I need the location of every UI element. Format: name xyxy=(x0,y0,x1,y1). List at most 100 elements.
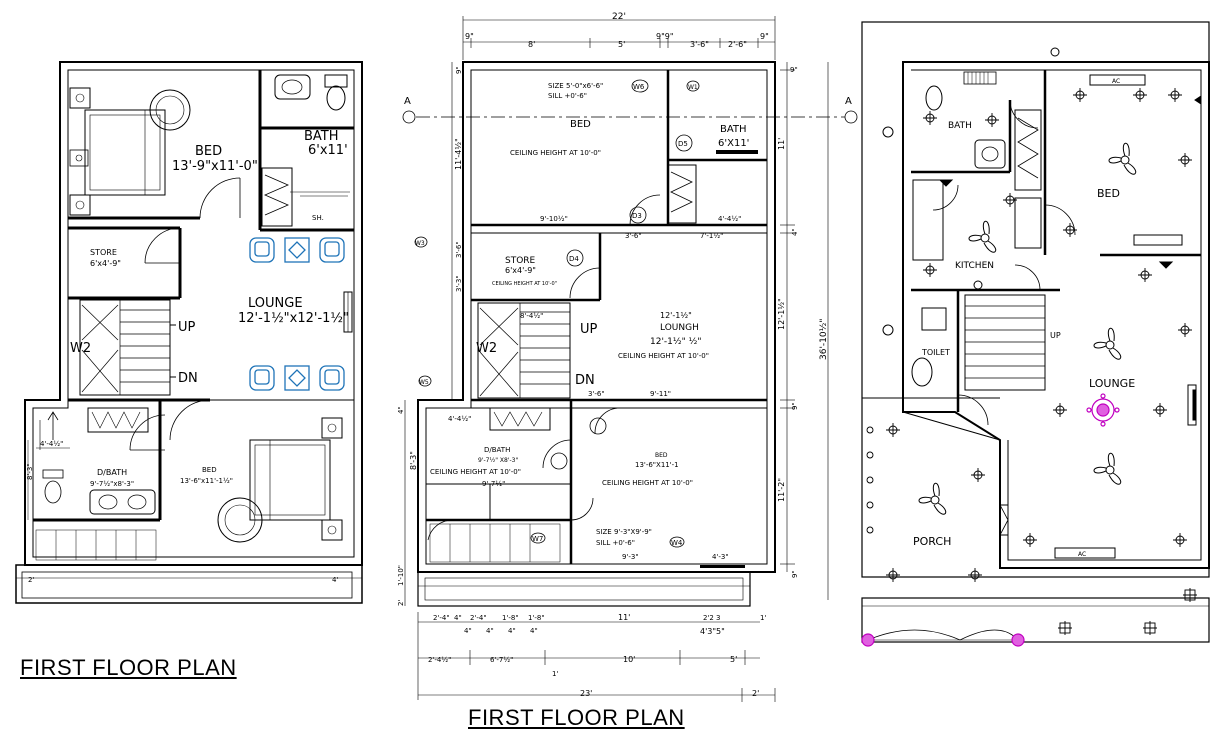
light-point-icon xyxy=(1133,88,1147,102)
socket-icon xyxy=(973,280,983,290)
middle-floor-plan xyxy=(402,16,858,702)
mid-right-total: 36'-10½" xyxy=(819,319,829,361)
right-ac-label-2: AC xyxy=(1078,551,1086,558)
mid-top-dim-3: 9"9" xyxy=(656,32,674,41)
lounge-furniture xyxy=(249,237,345,391)
mid-bottom-total: 23' xyxy=(580,689,592,698)
mid-left-dim-3: 3'-3" xyxy=(455,275,463,292)
light-point-icon xyxy=(985,113,999,127)
left-bed1-size: 13'-9"x11'-0" xyxy=(172,159,258,174)
light-point-icon xyxy=(1183,588,1197,602)
light-point-icon xyxy=(1023,533,1037,547)
mid-up-label: UP xyxy=(580,322,598,337)
light-point-icon xyxy=(971,468,985,482)
left-plan-title: FIRST FLOOR PLAN xyxy=(20,655,237,680)
light-point-icon xyxy=(923,263,937,277)
socket-icon xyxy=(882,126,894,138)
right-bed-label: BED xyxy=(1097,187,1120,200)
left-bath-size: 6'x11' xyxy=(308,143,348,158)
mid-dim-9-7: 9'-7½" xyxy=(482,480,505,488)
light-point-icon xyxy=(866,426,874,434)
mid-dim-4-4b: 4'-4½" xyxy=(448,415,471,423)
mid-bath-size: 6'X11' xyxy=(718,138,749,149)
mid-d3-tag: D3 xyxy=(632,212,642,220)
left-bath-label: BATH xyxy=(304,129,339,144)
mid-dim-9-10: 9'-10½" xyxy=(540,215,568,223)
left-bed1-label: BED xyxy=(195,144,222,159)
mid-w4-tag: W4 xyxy=(671,539,683,547)
light-point-icon xyxy=(1168,88,1182,102)
left-dbath-size: 9'-7½"x8'-3" xyxy=(90,480,134,488)
right-ac-label-1: AC xyxy=(1112,78,1120,85)
mid-bed2-label: BED xyxy=(655,452,668,459)
mid-w6-size: SIZE 5'-0"x6'-6" xyxy=(548,82,603,90)
light-points xyxy=(866,88,1197,635)
mid-lounge-dim: 12'-1½" xyxy=(660,311,692,320)
mid-bed-top-label: BED xyxy=(570,119,591,130)
light-point-icon xyxy=(1053,403,1067,417)
light-point-icon xyxy=(886,423,900,437)
switch-icon xyxy=(1194,95,1202,105)
left-dim-small: 4'-4½" xyxy=(40,440,63,448)
fan-icon xyxy=(918,482,947,515)
socket-icon xyxy=(1050,47,1060,57)
right-kitchen-label: KITCHEN xyxy=(955,261,994,271)
light-point-icon xyxy=(1058,621,1072,635)
mid-w7-tag: W7 xyxy=(532,535,543,543)
mid-dim-3-6b: 3'-6" xyxy=(588,390,605,398)
mid-bottom1-6: 2'2 3 xyxy=(703,614,721,622)
mid-dim-9-3: 9'-3" xyxy=(622,553,639,561)
mid-bottom2-2: 4" xyxy=(508,627,516,635)
mid-w2-label: W2 xyxy=(476,341,497,356)
mid-bottom3-2: 10' xyxy=(623,655,635,664)
middle-plan-labels: 22' 9" 8' 5' 9"9" 3'-6" 2'-6" 9" A A SIZ… xyxy=(397,12,852,698)
mid-dim-9-11: 9'-11" xyxy=(650,390,671,398)
mid-bottom1-4: 1'-8" xyxy=(528,614,545,622)
mid-w1-tag: W1 xyxy=(688,84,698,91)
left-bed2-label: BED xyxy=(202,466,217,474)
mid-lounge-label: LOUNGH xyxy=(660,323,699,333)
mid-dim-4-4: 4'-4½" xyxy=(718,215,741,223)
mid-top-dim-0: 9" xyxy=(465,32,474,41)
switch-icon xyxy=(1192,389,1197,421)
mid-store-ceiling: CEILING HEIGHT AT 10'-0" xyxy=(492,281,557,287)
mid-top-dim-2: 5' xyxy=(618,40,625,49)
mid-ceiling-top: CEILING HEIGHT AT 10'-0" xyxy=(510,149,601,157)
fan-icon xyxy=(1093,327,1122,360)
mid-w4-sill: SILL +0'-6" xyxy=(596,539,635,547)
mid-d4-tag: D4 xyxy=(569,255,579,263)
mid-bottom1-3: 1'-8" xyxy=(502,614,519,622)
left-store-label: STORE xyxy=(90,248,117,257)
light-point-icon xyxy=(923,111,937,125)
mid-store-label: STORE xyxy=(505,256,536,266)
fan-icon xyxy=(1093,452,1122,485)
light-point-icon xyxy=(1073,88,1087,102)
mid-dn-label: DN xyxy=(575,373,595,388)
mid-bottom2-1: 4" xyxy=(486,627,494,635)
left-floor-plan xyxy=(15,61,363,604)
mid-dbath-size: 9'-7½" X8'-3" xyxy=(478,457,518,464)
light-point-icon xyxy=(886,568,900,582)
light-point-icon xyxy=(1173,533,1187,547)
mid-bottom-total-b: 2' xyxy=(752,689,759,698)
right-bath-label: BATH xyxy=(948,121,972,131)
mid-bath-label: BATH xyxy=(720,124,747,135)
right-up-label: UP xyxy=(1050,331,1061,340)
mid-section-mark-right: A xyxy=(845,96,852,107)
mid-left-dim-7: 2' xyxy=(397,600,405,606)
mid-top-total: 22' xyxy=(612,12,626,22)
switch-icon xyxy=(938,179,954,187)
light-point-icon xyxy=(968,568,982,582)
left-lounge-size: 12'-1½"x12'-1½" xyxy=(238,311,349,326)
mid-bed2-ceiling: CEILING HEIGHT AT 10'-0" xyxy=(602,479,693,487)
mid-lounge-size: 12'-1½" ½" xyxy=(650,337,702,347)
mid-right-dim-4: 9" xyxy=(791,402,799,410)
electrical-symbols xyxy=(882,47,1202,426)
right-electrical-plan xyxy=(861,21,1210,643)
mid-w5-tag: W5 xyxy=(419,379,429,386)
mid-bottom3-1: 6'-7½" xyxy=(490,656,513,664)
mid-bottom3-3: 5' xyxy=(730,655,737,664)
mid-right-dim-2: 4" xyxy=(791,228,799,236)
switch-icon xyxy=(1158,261,1174,269)
